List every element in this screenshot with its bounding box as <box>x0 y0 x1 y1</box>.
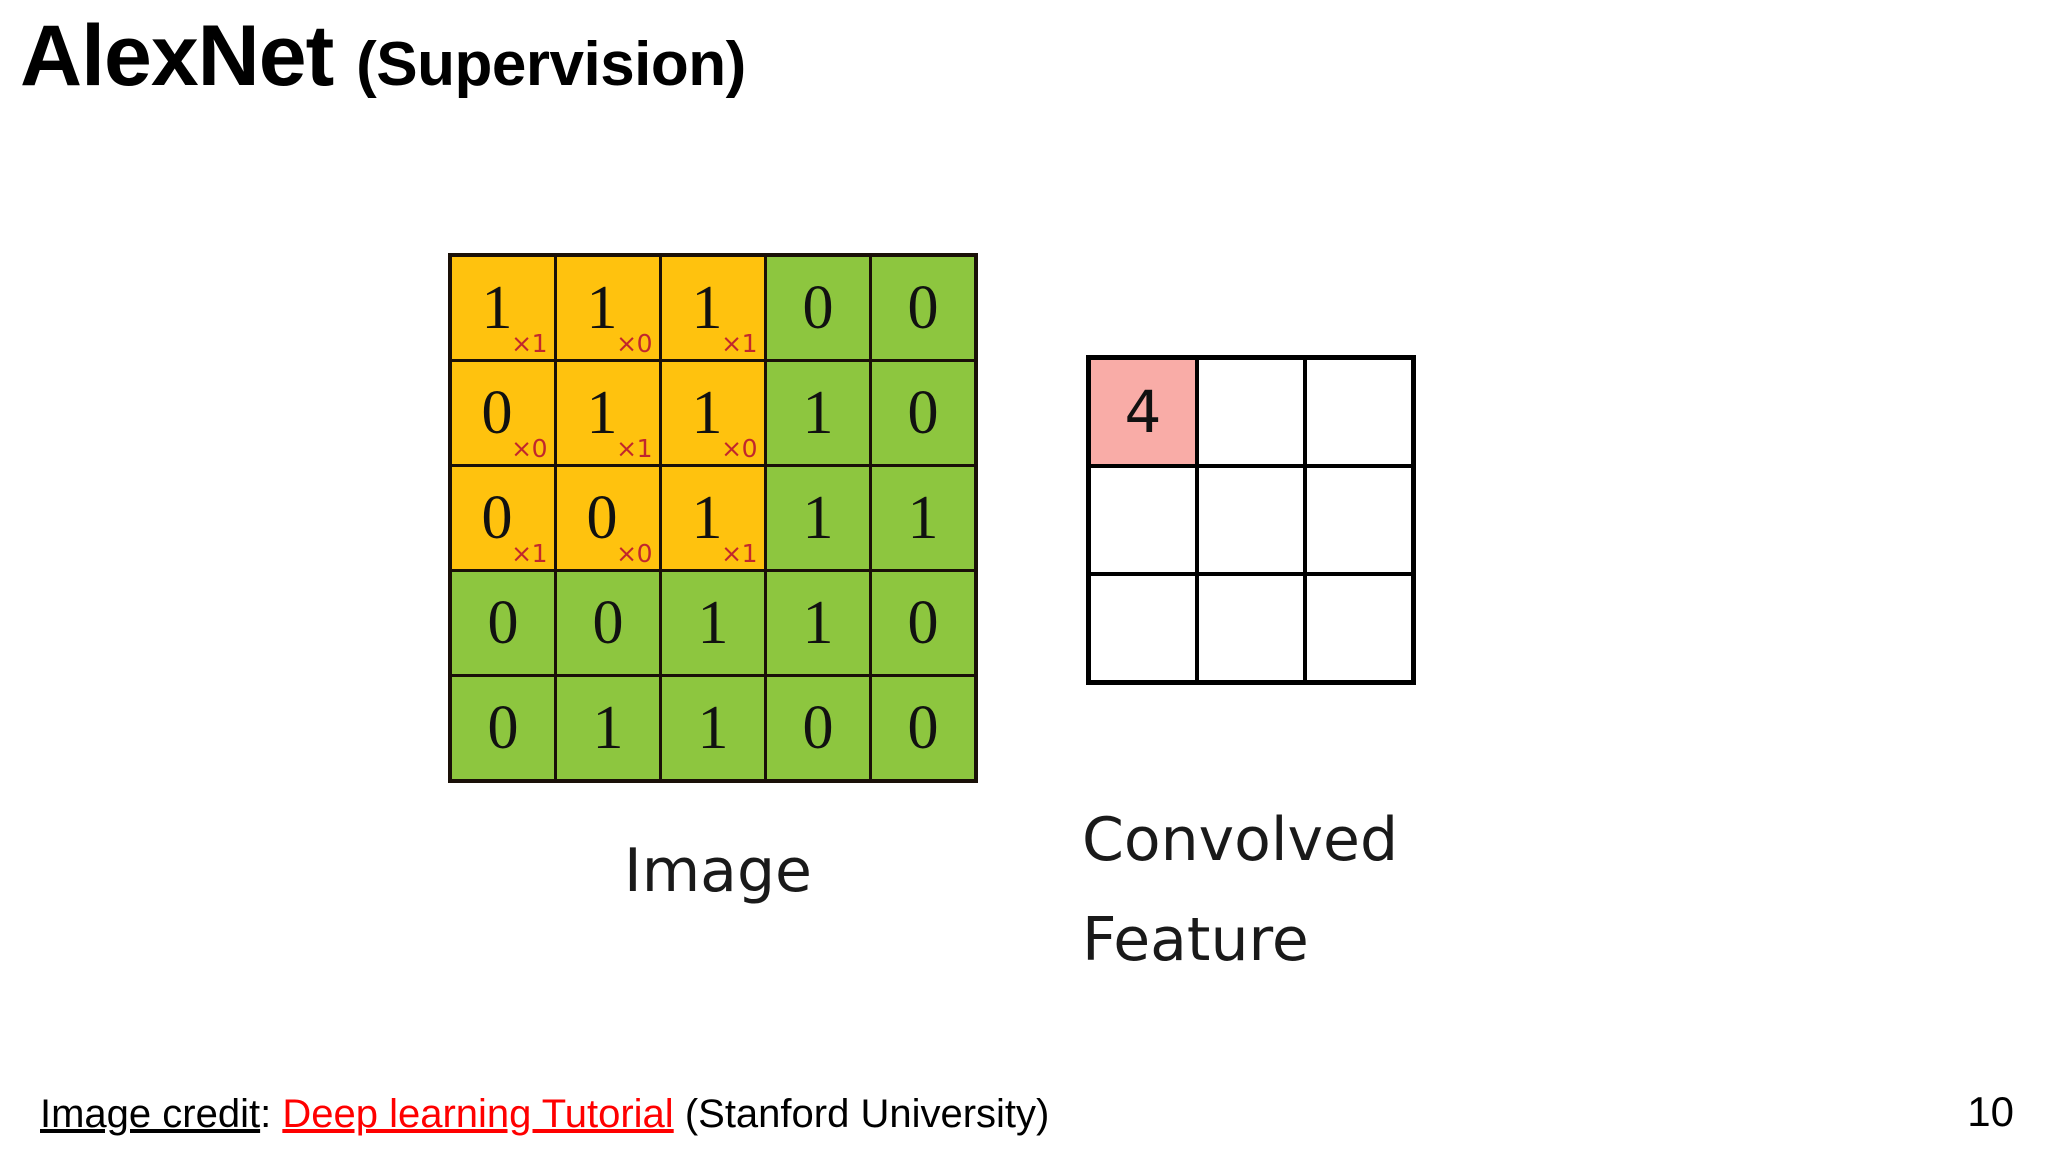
kernel-multiplier-label: ×1 <box>511 329 547 358</box>
kernel-multiplier-label: ×0 <box>511 434 547 463</box>
kernel-multiplier-label: ×1 <box>511 539 547 568</box>
credit-separator: : <box>260 1092 283 1136</box>
image-matrix-cell: 0 <box>764 253 872 362</box>
image-matrix-cell-value: 0 <box>481 484 513 552</box>
kernel-multiplier-label: ×1 <box>616 434 652 463</box>
convolved-feature-cell <box>1303 355 1416 468</box>
image-matrix-cell: 0×0 <box>448 359 557 467</box>
image-matrix-label: Image <box>624 836 812 906</box>
convolved-feature-cell <box>1303 572 1416 685</box>
image-matrix-cell-value: 1 <box>802 484 834 552</box>
kernel-multiplier-label: ×0 <box>616 329 652 358</box>
image-matrix-cell-value: 1 <box>802 379 834 447</box>
image-matrix-cell-value: 1 <box>697 589 729 657</box>
image-matrix-cell-value: 0 <box>802 694 834 762</box>
page-title-main: AlexNet <box>20 8 334 104</box>
convolved-feature-cell <box>1086 572 1199 685</box>
image-matrix-cell: 1 <box>554 674 662 783</box>
image-matrix-cell-value: 0 <box>481 379 513 447</box>
image-matrix-cell: 1 <box>869 464 978 572</box>
image-matrix-cell: 1×1 <box>448 253 557 362</box>
image-matrix-cell: 1×1 <box>554 359 662 467</box>
convolved-feature-cell <box>1195 355 1307 468</box>
image-matrix-cell: 0 <box>869 569 978 677</box>
image-matrix-cell-value: 1 <box>697 694 729 762</box>
image-matrix-cell-value: 1 <box>802 589 834 657</box>
image-matrix-cell-value: 1 <box>691 274 723 342</box>
image-matrix-cell-value: 1 <box>586 274 618 342</box>
image-matrix-cell: 1 <box>764 359 872 467</box>
image-matrix-cell: 0×0 <box>554 464 662 572</box>
footer-credit: Image credit: Deep learning Tutorial (St… <box>40 1090 1049 1138</box>
image-matrix-cell: 1×1 <box>659 464 767 572</box>
image-matrix-cell: 1 <box>764 569 872 677</box>
image-matrix-cell-value: 0 <box>907 589 939 657</box>
image-matrix-cell: 1×0 <box>554 253 662 362</box>
convolved-feature-label-line1: Convolved <box>1082 805 1399 875</box>
image-matrix-cell-value: 0 <box>907 274 939 342</box>
image-matrix-cell: 1×1 <box>659 253 767 362</box>
image-matrix-cell-value: 0 <box>802 274 834 342</box>
image-matrix-cell: 0 <box>764 674 872 783</box>
image-matrix-cell-value: 1 <box>481 274 513 342</box>
convolved-feature-cell <box>1303 464 1416 576</box>
kernel-multiplier-label: ×0 <box>721 434 757 463</box>
image-matrix-cell-value: 1 <box>586 379 618 447</box>
image-matrix-cell-value: 0 <box>907 694 939 762</box>
image-matrix-cell: 1 <box>764 464 872 572</box>
image-matrix-cell: 0 <box>869 359 978 467</box>
image-matrix-cell: 0 <box>554 569 662 677</box>
image-matrix-cell-value: 0 <box>592 589 624 657</box>
image-matrix-cell-value: 0 <box>907 379 939 447</box>
image-matrix-cell: 0 <box>869 674 978 783</box>
convolved-feature-cell-value: 4 <box>1124 378 1162 446</box>
image-matrix-cell: 0×1 <box>448 464 557 572</box>
image-matrix-cell-value: 0 <box>487 694 519 762</box>
image-matrix-cell-value: 1 <box>907 484 939 552</box>
image-matrix-cell-value: 0 <box>487 589 519 657</box>
page-title: AlexNet (Supervision) <box>20 6 746 115</box>
kernel-multiplier-label: ×1 <box>721 539 757 568</box>
convolved-feature-label-line2: Feature <box>1082 905 1309 975</box>
convolved-feature-cell <box>1195 464 1307 576</box>
convolved-feature-row <box>1086 572 1416 685</box>
image-matrix-cell: 0 <box>869 253 978 362</box>
convolved-feature-row: 4 <box>1086 355 1416 468</box>
convolved-feature-table: 4 <box>1086 355 1416 685</box>
credit-label: Image credit <box>40 1092 261 1136</box>
page-number: 10 <box>1967 1088 2014 1135</box>
image-matrix-cell-value: 1 <box>691 484 723 552</box>
convolved-feature-row <box>1086 464 1416 576</box>
image-matrix-cell-value: 1 <box>691 379 723 447</box>
image-matrix-cell-value: 0 <box>586 484 618 552</box>
image-matrix-cell-value: 1 <box>592 694 624 762</box>
image-matrix-cell: 1 <box>659 674 767 783</box>
image-matrix-cell: 0 <box>448 569 557 677</box>
page-title-sub: (Supervision) <box>356 30 746 99</box>
convolved-feature-label: Convolved Feature <box>1082 790 1398 990</box>
convolved-feature-cell <box>1195 572 1307 685</box>
convolved-feature-body: 4 <box>1086 355 1416 685</box>
image-matrix-cell: 0 <box>448 674 557 783</box>
image-matrix-cell: 1×0 <box>659 359 767 467</box>
kernel-multiplier-label: ×1 <box>721 329 757 358</box>
credit-suffix: (Stanford University) <box>673 1092 1050 1136</box>
image-matrix-row: 0 1 1 0 0 <box>448 674 978 783</box>
image-matrix-cell: 1 <box>659 569 767 677</box>
image-matrix-row: 0 0 1 1 0 <box>448 569 978 677</box>
convolved-feature-cell: 4 <box>1086 355 1199 468</box>
kernel-multiplier-label: ×0 <box>616 539 652 568</box>
credit-link[interactable]: Deep learning Tutorial <box>282 1092 674 1136</box>
convolved-feature-cell <box>1086 464 1199 576</box>
convolved-feature-matrix: 4 <box>1086 355 1416 685</box>
